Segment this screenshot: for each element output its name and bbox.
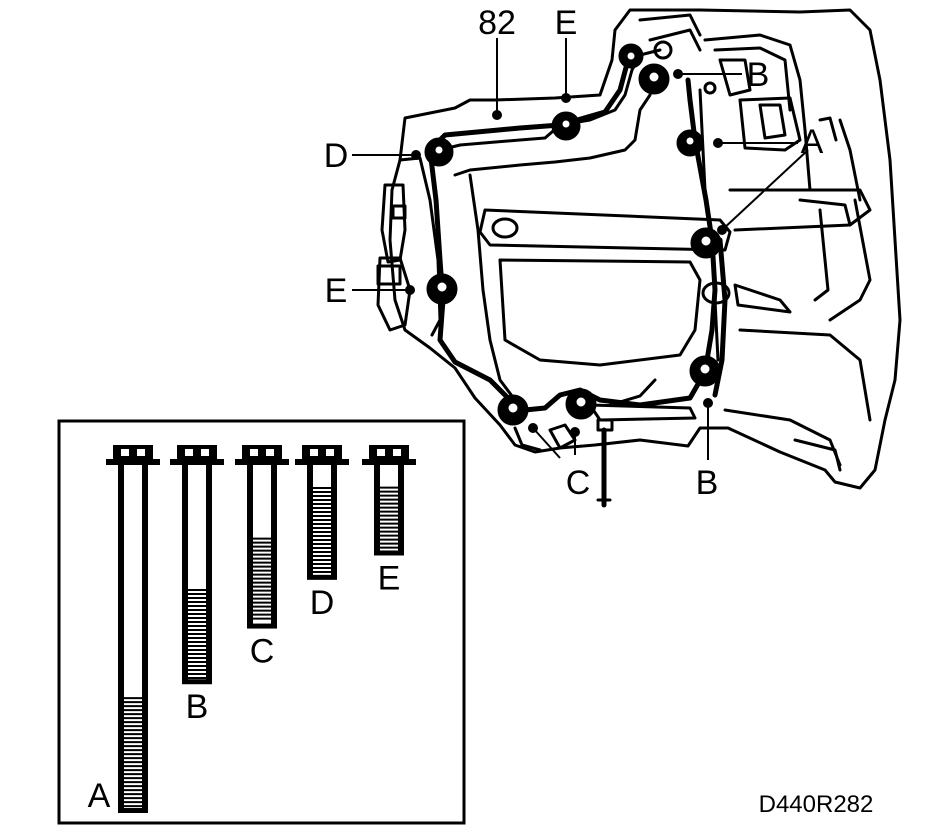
bolt-c: C xyxy=(235,445,289,671)
bolt-b: B xyxy=(170,445,224,726)
transmission-housing xyxy=(376,8,902,508)
bolt-d: D xyxy=(295,445,349,622)
callout-top-b: B xyxy=(747,56,770,94)
callout-left-e: E xyxy=(325,272,348,310)
bolt-head xyxy=(242,445,282,461)
callout-leaders xyxy=(352,38,809,460)
callout-top-e: E xyxy=(555,4,578,42)
housing-bolt-heads xyxy=(424,43,722,426)
bolt-head-highlight xyxy=(326,449,334,456)
bolt-head-highlight xyxy=(201,449,209,456)
bolt-head xyxy=(113,445,153,461)
bolt-flange xyxy=(235,459,289,465)
bolt-e: E xyxy=(362,445,416,597)
bolt-flange xyxy=(362,459,416,465)
bolt-flange xyxy=(170,459,224,465)
bolt-head-highlight xyxy=(250,449,258,456)
bolt-a: A xyxy=(88,445,160,815)
bolt-head-highlight xyxy=(377,449,385,456)
bolt-shank-inner xyxy=(124,465,142,808)
bolt-shank-inner xyxy=(253,465,271,624)
bolt-head-highlight xyxy=(393,449,401,456)
bolt-head-highlight xyxy=(310,449,318,456)
callout-right-a: A xyxy=(801,123,824,161)
callout-bottom-c: C xyxy=(566,464,591,502)
bolt-head-highlight xyxy=(121,449,129,456)
bolt-key-frame xyxy=(57,419,466,825)
bolt-key: A B CD E xyxy=(88,445,416,815)
bolt-flange xyxy=(106,459,160,465)
bolt-head xyxy=(302,445,342,461)
bolt-head-highlight xyxy=(137,449,145,456)
callout-bottom-b: B xyxy=(696,464,719,502)
bolt-head-highlight xyxy=(185,449,193,456)
callout-upper-d: D xyxy=(324,137,349,175)
bolt-label: D xyxy=(310,584,335,622)
bolt-label: A xyxy=(88,777,111,815)
bolt-head xyxy=(177,445,217,461)
bolt-flange xyxy=(295,459,349,465)
figure-code: D440R282 xyxy=(759,791,874,818)
bolt-head-highlight xyxy=(266,449,274,456)
bolt-label: C xyxy=(250,633,275,671)
callout-82: 82 xyxy=(478,4,516,42)
bolt-label: E xyxy=(378,559,401,597)
bolt-head xyxy=(369,445,409,461)
bolt-shank-inner xyxy=(188,465,206,680)
bolt-label: B xyxy=(186,688,209,726)
